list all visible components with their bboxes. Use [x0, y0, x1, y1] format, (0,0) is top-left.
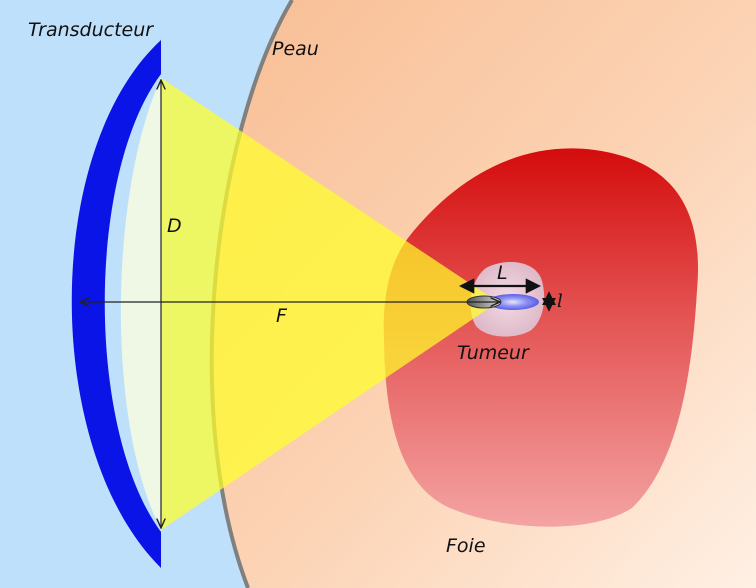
skin-label: Peau — [272, 38, 319, 60]
tumor-label: Tumeur — [457, 342, 530, 364]
transducer-label: Transducteur — [28, 19, 154, 41]
length-label: L — [497, 262, 508, 284]
transducer — [71, 40, 161, 568]
width-label: l — [557, 291, 563, 312]
liver-label: Foie — [446, 535, 486, 557]
diameter-label: D — [167, 215, 182, 237]
focal-length-label: F — [276, 305, 288, 327]
liver — [383, 148, 699, 527]
